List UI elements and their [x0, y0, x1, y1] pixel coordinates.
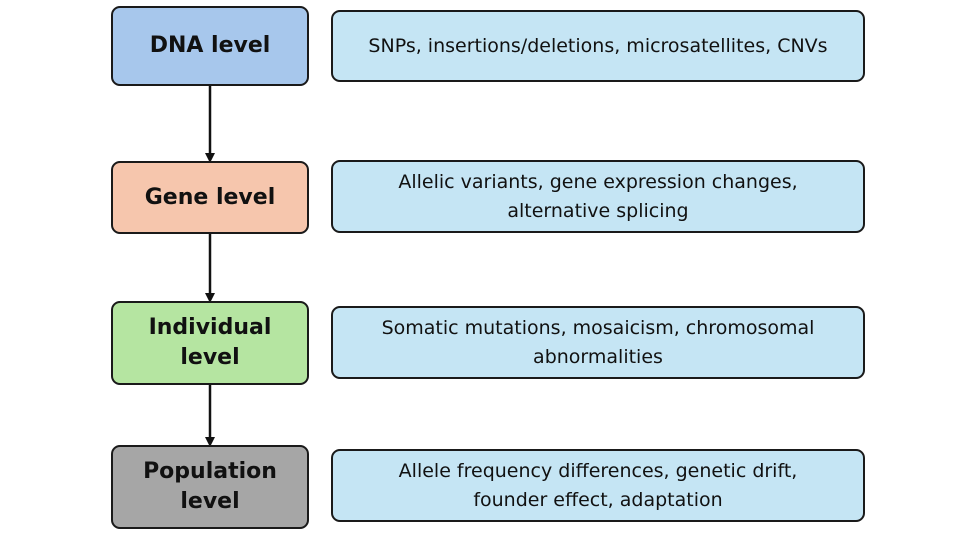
dna-level-description: SNPs, insertions/deletions, microsatelli…: [368, 34, 828, 57]
dna-level-description-box: SNPs, insertions/deletions, microsatelli…: [331, 10, 865, 82]
gene-level-description-box: Allelic variants, gene expression change…: [331, 160, 865, 233]
individual-level-box: Individual level: [111, 301, 309, 385]
gene-level-box: Gene level: [111, 161, 309, 234]
individual-level-description-box: Somatic mutations, mosaicism, chromosoma…: [331, 306, 865, 379]
gene-level-label: Gene level: [144, 184, 276, 210]
individual-level-label: Individual level: [148, 315, 272, 370]
gene-level-description: Allelic variants, gene expression change…: [398, 170, 798, 222]
dna-level-box: DNA level: [111, 6, 309, 86]
individual-level-description: Somatic mutations, mosaicism, chromosoma…: [381, 316, 815, 368]
population-level-label: Population level: [143, 459, 277, 514]
population-level-description-box: Allele frequency differences, genetic dr…: [331, 449, 865, 522]
dna-level-label: DNA level: [149, 33, 271, 58]
population-level-description: Allele frequency differences, genetic dr…: [398, 459, 798, 511]
population-level-box: Population level: [111, 445, 309, 529]
